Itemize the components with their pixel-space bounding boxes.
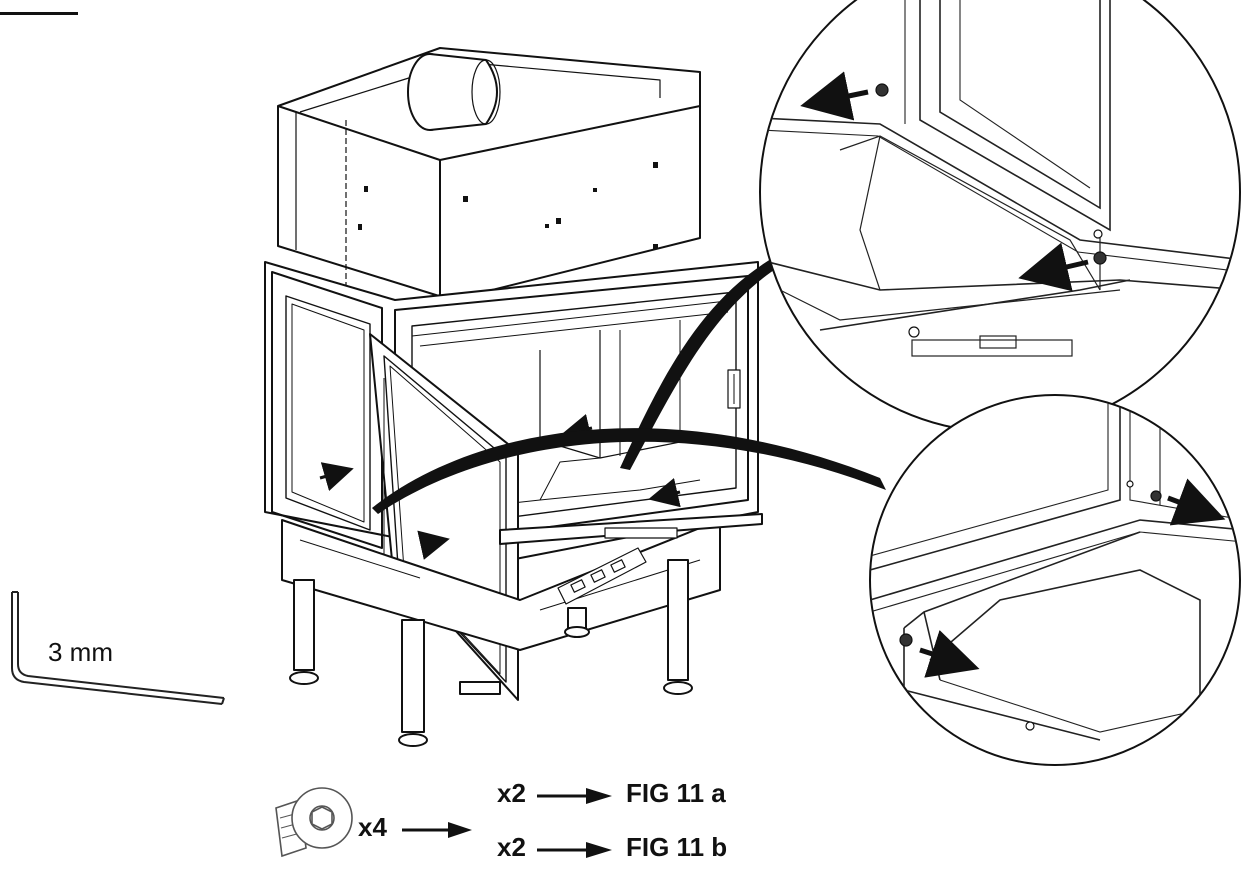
callout-connectors (372, 256, 886, 514)
header-rule (0, 0, 78, 15)
quantity-fig-b: x2 (497, 832, 526, 862)
detail-a (759, 0, 1241, 433)
fireplace-insert (264, 47, 763, 747)
screw-quantity: x4 (358, 812, 387, 842)
allen-key-icon (11, 591, 225, 705)
figure-ref-a: FIG 11 a (626, 778, 726, 808)
figure-ref-b: FIG 11 b (626, 832, 728, 862)
tool-size-label: 3 mm (48, 637, 113, 667)
quantity-fig-a: x2 (497, 778, 526, 808)
quantity-arrows (402, 788, 612, 858)
screw-icon (275, 787, 353, 858)
detail-b (869, 394, 1241, 766)
